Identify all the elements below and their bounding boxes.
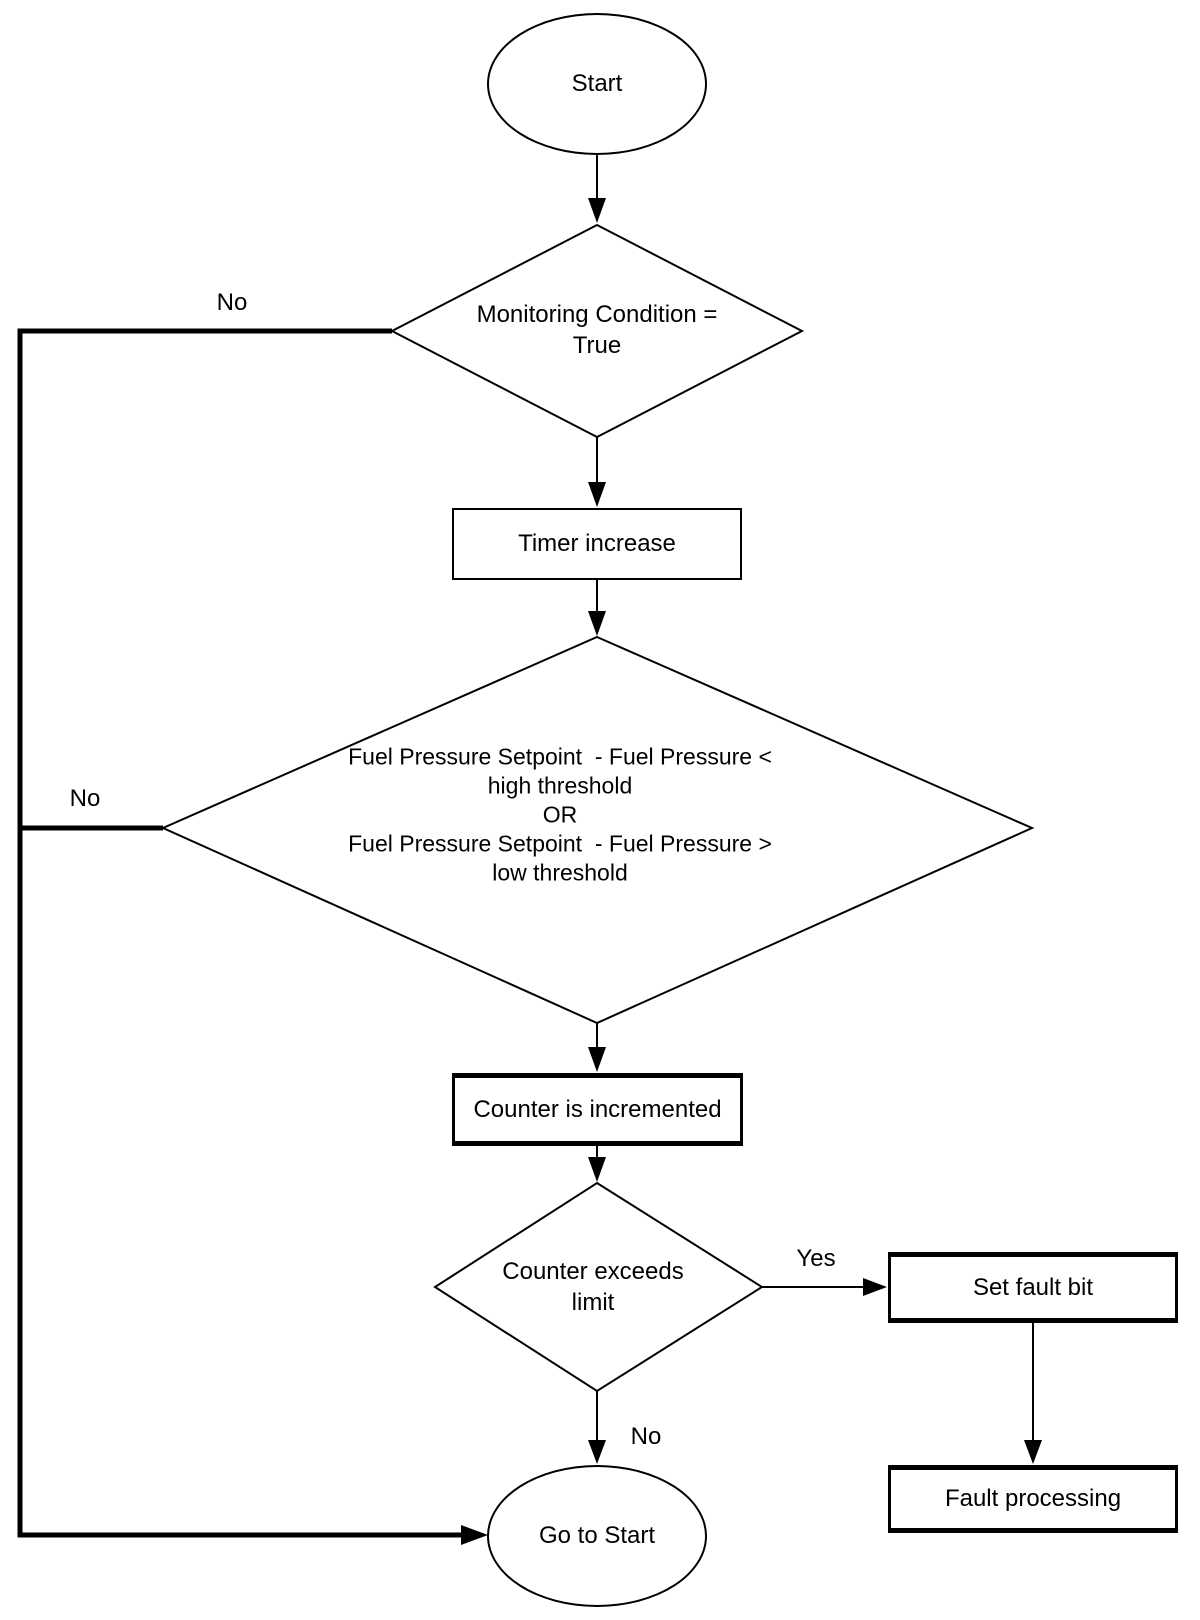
node-start: Start [487, 13, 707, 155]
node-counter-decision-label: Counter exceeds limit [502, 1258, 684, 1316]
node-timer-increase: Timer increase [452, 508, 742, 580]
arrowhead-start-to-monitoring [588, 198, 606, 223]
arrowhead-set-fault-to-fault-processing [1024, 1440, 1042, 1464]
node-monitoring-decision-label: Monitoring Condition = True [476, 301, 718, 359]
arrowhead-monitoring-to-timer [588, 482, 606, 507]
node-counter-incremented: Counter is incremented [452, 1073, 743, 1146]
arrowhead-fuel-pressure-to-counter [588, 1047, 606, 1072]
edge-no-feedback-loop [17, 328, 464, 1538]
node-timer-increase-label: Timer increase [518, 530, 676, 557]
node-set-fault-bit: Set fault bit [888, 1252, 1178, 1323]
edge-label-fuel-pressure-no: No [69, 785, 101, 812]
node-go-to-start-label: Go to Start [538, 1522, 656, 1549]
node-set-fault-bit-label: Set fault bit [972, 1273, 1094, 1301]
arrowhead-timer-to-fuel-pressure [588, 611, 606, 636]
arrowhead-counter-decision-to-go-to-start [588, 1440, 606, 1464]
node-fault-processing: Fault processing [888, 1465, 1178, 1533]
edge-label-monitoring-no: No [216, 289, 248, 316]
node-fault-processing-label: Fault processing [944, 1485, 1122, 1512]
arrowhead-counter-to-counter-decision [588, 1157, 606, 1182]
edge-label-counter-yes: Yes [796, 1245, 836, 1272]
node-go-to-start: Go to Start [487, 1465, 707, 1607]
node-start-label: Start [571, 70, 623, 97]
arrowhead-feedback-to-go-to-start [461, 1525, 488, 1545]
node-fuel-pressure-decision-label: Fuel Pressure Setpoint - Fuel Pressure <… [348, 743, 772, 886]
node-counter-incremented-label: Counter is incremented [473, 1095, 722, 1123]
arrowhead-counter-decision-to-set-fault [863, 1278, 887, 1296]
edge-label-counter-no: No [630, 1423, 662, 1450]
